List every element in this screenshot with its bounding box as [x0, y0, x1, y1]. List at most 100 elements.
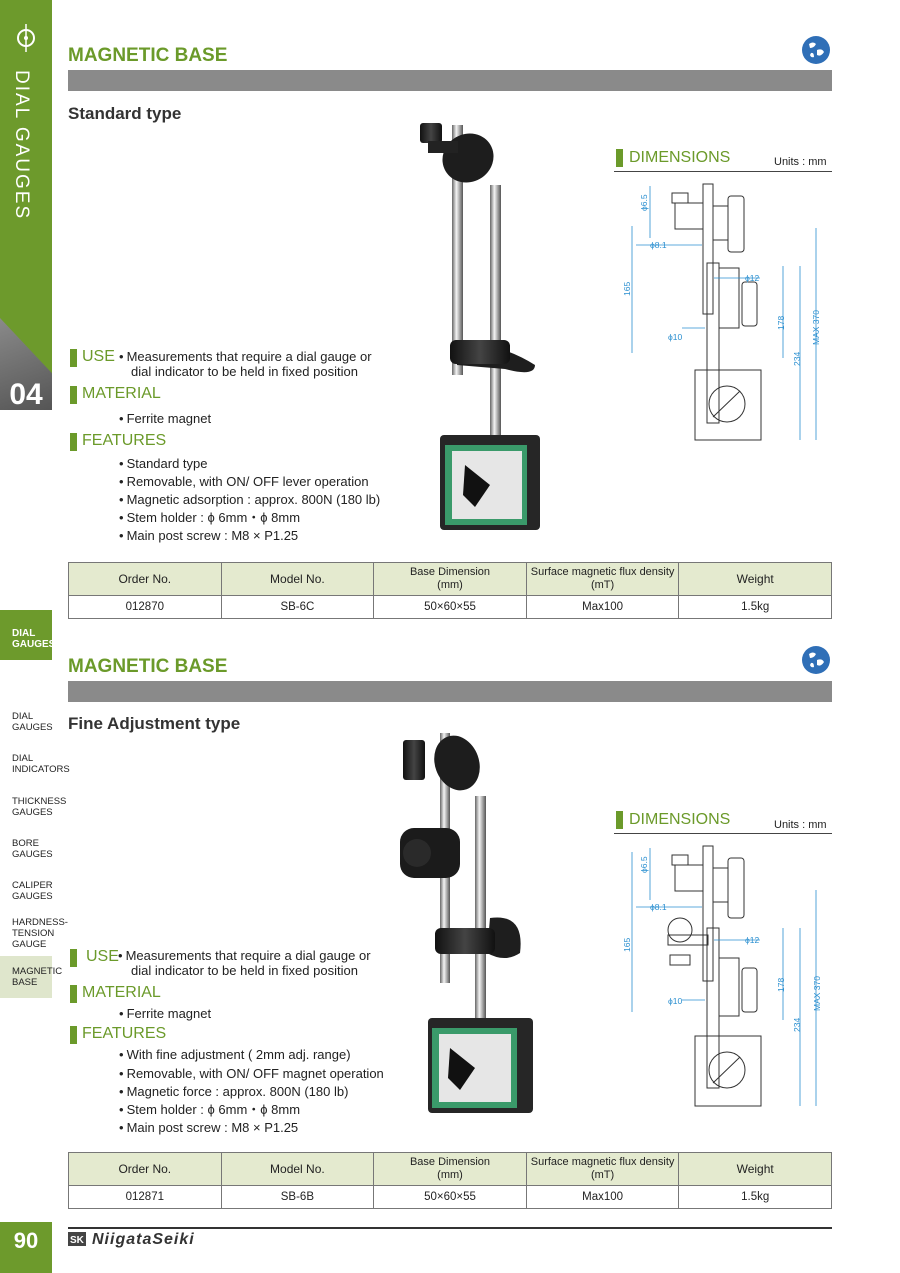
flux-density-cell: Max100 [525, 595, 680, 619]
magnetic-base-photo [420, 123, 540, 530]
table-header-row: Order No. Model No. Base Dimension(mm) S… [68, 1152, 832, 1186]
sidebar-item-magnetic-base[interactable]: MAGNETIC BASE [12, 966, 63, 988]
sidebar-section-label: DIAL GAUGES [0, 610, 55, 660]
feature-item: With fine adjustment ( 2mm adj. range) [119, 1047, 351, 1063]
dim-d12: ϕ12 [745, 935, 759, 945]
table-header: Model No. [220, 562, 375, 596]
magnetic-base-fine-adjustment-photo [400, 733, 533, 1113]
table-header: Weight [678, 1152, 832, 1186]
material-text: Ferrite magnet [119, 1006, 212, 1022]
footer-rule [68, 1227, 832, 1229]
dim-d65: ϕ6.5 [639, 856, 649, 873]
model-no-cell: SB-6C [220, 595, 375, 619]
dim-165: 165 [622, 282, 632, 296]
dim-max: MAX 370 [812, 976, 822, 1011]
dim-165: 165 [622, 938, 632, 952]
feature-item: Stem holder : ϕ 6mm・ϕ 8mm [119, 1102, 301, 1118]
table-header: Order No. [68, 562, 222, 596]
section-title: MAGNETIC BASE [68, 656, 228, 677]
table-header: Base Dimension(mm) [373, 1152, 527, 1186]
table-header: Order No. [68, 1152, 222, 1186]
features-label: FEATURES [82, 1025, 167, 1042]
base-dimension-cell: 50×60×55 [373, 1185, 527, 1209]
dim-178: 178 [776, 978, 786, 992]
sidebar-active-highlight [0, 956, 52, 998]
feature-item: Main post screw : M8 × P1.25 [119, 1120, 299, 1136]
dimensions-label: DIMENSIONS [629, 149, 731, 166]
dim-178: 178 [776, 316, 786, 330]
product-subtitle: Fine Adjustment type [68, 714, 241, 733]
sidebar-item-thickness-gauges[interactable]: THICKNESS GAUGES [12, 796, 67, 818]
dimensions-underline [614, 171, 832, 172]
dim-234: 234 [792, 352, 802, 366]
page-number-box [0, 1222, 52, 1273]
feature-item: Magnetic adsorption : approx. 800N (180 … [119, 492, 381, 508]
sidebar-item-caliper-gauges[interactable]: CALIPER GAUGES [12, 880, 53, 902]
section-header-bar [68, 70, 832, 91]
chapter-number: 04 [9, 378, 43, 411]
page-number: 90 [13, 1228, 39, 1253]
sidebar-item-dial-gauges[interactable]: DIAL GAUGES [12, 711, 53, 733]
globe-icon [802, 646, 830, 674]
dimensions-label: DIMENSIONS [629, 811, 731, 828]
order-no-cell: 012871 [68, 1185, 222, 1209]
units-label: Units : mm [774, 156, 827, 168]
table-header: Base Dimension(mm) [373, 562, 527, 596]
table-row: 012870 SB-6C 50×60×55 Max100 1.5kg [68, 595, 832, 619]
brand-logo-icon: SK [68, 1232, 86, 1246]
brand-name: NiigataSeiki [92, 1231, 195, 1248]
dim-d10: ϕ10 [668, 996, 682, 1006]
section-title: MAGNETIC BASE [68, 45, 228, 66]
features-bar [70, 433, 77, 451]
dimensions-bar [616, 811, 623, 829]
dimensions-bar [616, 149, 623, 167]
use-text-line2: dial indicator to be held in fixed posit… [131, 963, 358, 978]
flux-density-cell: Max100 [525, 1185, 680, 1209]
use-bar [70, 949, 77, 967]
svg-text:SK: SK [70, 1235, 85, 1246]
table-header: Model No. [220, 1152, 375, 1186]
sidebar-item-dial-indicators[interactable]: DIAL INDICATORS [12, 753, 70, 775]
table-header-row: Order No. Model No. Base Dimension(mm) S… [68, 562, 832, 596]
sidebar-item-bore-gauges[interactable]: BORE GAUGES [12, 838, 53, 860]
sidebar-vertical-title: DIAL GAUGES [11, 70, 32, 221]
dim-d10: ϕ10 [668, 332, 682, 342]
material-bar [70, 386, 77, 404]
feature-item: Removable, with ON/ OFF lever operation [119, 474, 369, 490]
table-header: Weight [678, 562, 832, 596]
spec-table: Order No. Model No. Base Dimension(mm) S… [68, 562, 832, 619]
dim-max: MAX 370 [811, 310, 821, 345]
dim-d81: ϕ8.1 [650, 240, 667, 250]
feature-item: Magnetic force : approx. 800N (180 lb) [119, 1084, 349, 1100]
material-text: Ferrite magnet [119, 411, 212, 427]
dim-d81: ϕ8.1 [650, 902, 667, 912]
table-header: Surface magnetic flux density(mT) [525, 562, 680, 596]
table-header: Surface magnetic flux density(mT) [525, 1152, 680, 1186]
use-text-line2: dial indicator to be held in fixed posit… [131, 364, 358, 379]
weight-cell: 1.5kg [678, 595, 832, 619]
features-bar [70, 1026, 77, 1044]
spec-table: Order No. Model No. Base Dimension(mm) S… [68, 1152, 832, 1209]
feature-item: Main post screw : M8 × P1.25 [119, 528, 299, 544]
base-dimension-cell: 50×60×55 [373, 595, 527, 619]
section-header-bar [68, 681, 832, 702]
features-label: FEATURES [82, 432, 167, 449]
material-bar [70, 985, 77, 1003]
dimension-drawing: 165 178 234 MAX 370 ϕ6.5 ϕ8.1 ϕ12 ϕ10 [622, 183, 821, 441]
dimensions-underline [614, 833, 832, 834]
dial-gauge-icon [17, 24, 35, 52]
use-text-line1: Measurements that require a dial gauge o… [118, 948, 371, 964]
dimension-drawing: 165 178 234 MAX 370 ϕ6.5 ϕ8.1 ϕ12 ϕ10 [622, 845, 822, 1107]
dim-d12: ϕ12 [745, 273, 759, 283]
use-text-line1: Measurements that require a dial gauge o… [119, 349, 372, 365]
material-label: MATERIAL [82, 385, 161, 402]
weight-cell: 1.5kg [678, 1185, 832, 1209]
dim-234: 234 [792, 1018, 802, 1032]
sidebar-item-hardness-tension-gauge[interactable]: HARDNESS-TENSION GAUGE [12, 917, 68, 950]
feature-item: Removable, with ON/ OFF magnet operation [119, 1066, 384, 1082]
order-no-cell: 012870 [68, 595, 222, 619]
use-label: USE [86, 948, 119, 965]
units-label: Units : mm [774, 819, 827, 831]
use-bar [70, 349, 77, 367]
globe-icon [802, 36, 830, 64]
